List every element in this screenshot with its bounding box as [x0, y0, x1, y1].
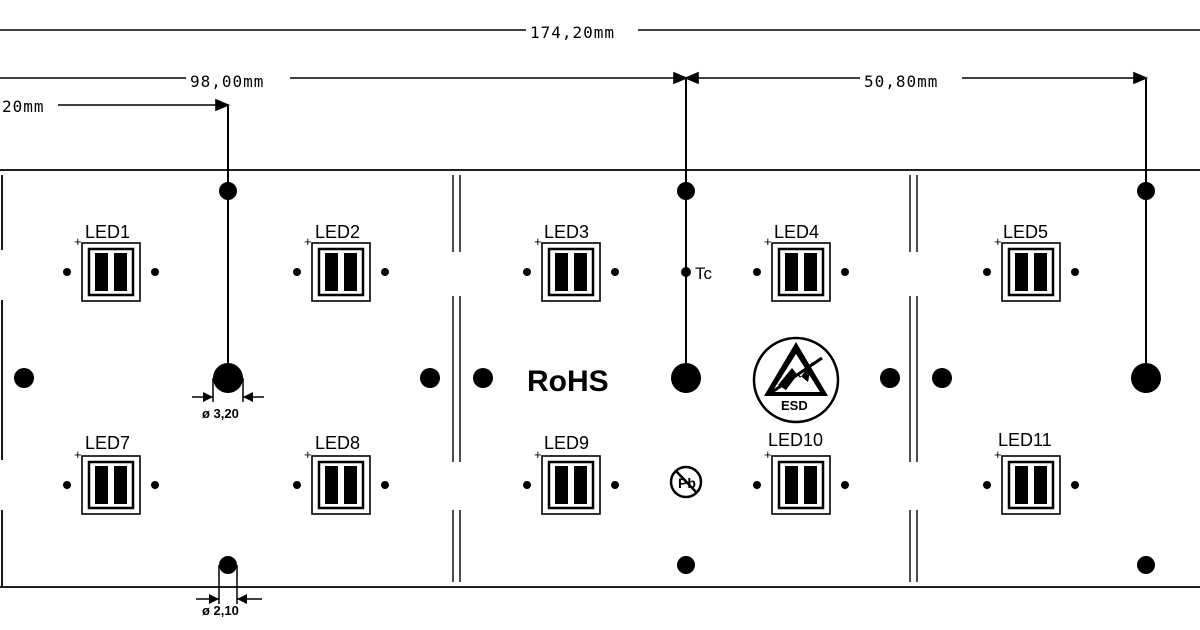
led-footprint: + [753, 447, 849, 515]
dimension-leaders [227, 78, 1147, 378]
dimension-span-a-label: 98,00mm [190, 72, 264, 91]
dimension-span-c-label: 20mm [2, 97, 45, 116]
led-footprint: + [293, 234, 389, 302]
led-footprint: + [753, 234, 849, 302]
hole-callout-large-label: ø 3,20 [202, 406, 239, 421]
dimension-span-c [58, 98, 231, 112]
led-footprint: + [523, 447, 619, 515]
led-footprint: + [983, 234, 1079, 302]
segment-separators [452, 175, 918, 582]
led-label: LED11 [998, 430, 1052, 450]
lead-free-icon [669, 465, 703, 499]
dimension-span-b-label: 50,80mm [864, 72, 938, 91]
svg-text:+: + [74, 234, 82, 249]
svg-text:+: + [534, 447, 542, 462]
hole-callout-large [192, 378, 264, 402]
tc-mark: Tc [695, 264, 713, 283]
led-label: LED10 [768, 430, 823, 450]
svg-text:+: + [534, 234, 542, 249]
led-footprint: + [523, 234, 619, 302]
led-footprint: + [63, 447, 159, 515]
esd-warning-icon [752, 336, 840, 424]
led-footprint: + [63, 234, 159, 302]
led-label: LED7 [85, 433, 130, 453]
svg-text:+: + [994, 447, 1002, 462]
lead-free-label: Pb [678, 475, 696, 491]
led-footprint: + [983, 447, 1079, 515]
led-label: LED9 [544, 433, 589, 453]
esd-label: ESD [781, 398, 808, 413]
dimension-span-b [683, 71, 1149, 85]
board-outline [0, 169, 1200, 588]
led-label: LED3 [544, 222, 589, 242]
dimension-span-a [0, 71, 689, 85]
svg-text:+: + [994, 234, 1002, 249]
led-label: LED2 [315, 222, 360, 242]
led-footprint: + [293, 447, 389, 515]
dimension-overall-label: 174,20mm [530, 23, 615, 42]
mounting-holes [14, 182, 1161, 574]
hole-callout-small [196, 565, 262, 604]
svg-text:+: + [764, 447, 772, 462]
svg-text:+: + [764, 234, 772, 249]
svg-text:+: + [304, 447, 312, 462]
hole-callout-small-label: ø 2,10 [202, 603, 239, 618]
led-label: LED8 [315, 433, 360, 453]
led-label: LED5 [1003, 222, 1048, 242]
svg-text:+: + [304, 234, 312, 249]
svg-text:+: + [74, 447, 82, 462]
rohs-mark: RoHS [527, 365, 609, 398]
led-label: LED4 [774, 222, 819, 242]
led-label: LED1 [85, 222, 130, 242]
